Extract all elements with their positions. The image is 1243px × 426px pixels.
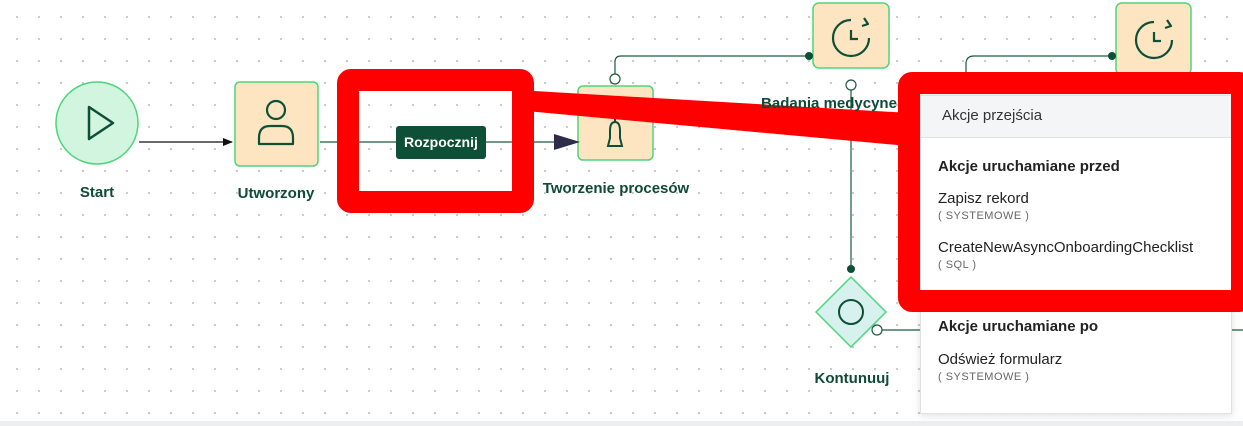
connector-tworzenie-badania[interactable] bbox=[614, 55, 809, 78]
timer-icon bbox=[1134, 19, 1174, 60]
action-name: Zapisz rekord bbox=[938, 190, 1029, 207]
badania-left-port[interactable] bbox=[805, 52, 813, 60]
start-node[interactable] bbox=[55, 81, 139, 165]
after-actions-title: Akcje uruchamiane po bbox=[938, 318, 1099, 335]
before-actions-title: Akcje uruchamiane przed bbox=[938, 158, 1120, 175]
timer2-node[interactable] bbox=[1108, 2, 1192, 76]
action-type: ( SQL ) bbox=[938, 259, 977, 271]
utworzony-node[interactable] bbox=[234, 81, 319, 167]
badania-label: Badania medycyne bbox=[761, 95, 897, 112]
kontunuuj-right-port[interactable] bbox=[871, 324, 883, 336]
tworzenie-label: Tworzenie procesów bbox=[542, 180, 690, 197]
badania-node[interactable] bbox=[805, 2, 890, 91]
utworzony-label: Utworzony bbox=[237, 185, 315, 202]
red-highlight-annotation bbox=[337, 69, 910, 213]
transition-rozpocznij-button[interactable]: Rozpocznij bbox=[396, 126, 486, 159]
connector-to-timer2[interactable] bbox=[965, 55, 1112, 72]
action-item[interactable]: Odśwież formularz ( SYSTEMOWE ) bbox=[938, 351, 1062, 383]
kontunuuj-label: Kontunuuj bbox=[814, 370, 890, 387]
action-type: ( SYSTEMOWE ) bbox=[938, 371, 1030, 383]
action-item[interactable]: Zapisz rekord ( SYSTEMOWE ) bbox=[938, 190, 1029, 222]
panel-title: Akcje przejścia bbox=[921, 96, 1231, 138]
kontunuuj-top-port[interactable] bbox=[847, 265, 855, 273]
kontunuuj-node[interactable] bbox=[815, 265, 887, 348]
play-icon bbox=[87, 105, 115, 141]
action-name: CreateNewAsyncOnboardingChecklist bbox=[938, 239, 1194, 256]
transition-actions-panel: Akcje przejścia Akcje uruchamiane przed … bbox=[920, 95, 1232, 414]
timer2-left-port[interactable] bbox=[1108, 52, 1116, 60]
bottom-scrollbar-strip bbox=[0, 421, 1243, 426]
action-type: ( SYSTEMOWE ) bbox=[938, 210, 1030, 222]
timer-icon bbox=[831, 17, 871, 58]
user-icon bbox=[257, 99, 295, 146]
tworzenie-top-port[interactable] bbox=[609, 73, 621, 85]
action-name: Odśwież formularz bbox=[938, 351, 1063, 368]
start-label: Start bbox=[79, 184, 115, 201]
action-item[interactable]: CreateNewAsyncOnboardingChecklist ( SQL … bbox=[938, 239, 1193, 271]
circle-icon bbox=[838, 299, 864, 325]
badania-bottom-port[interactable] bbox=[845, 79, 857, 91]
transition-arrowhead bbox=[554, 134, 580, 150]
